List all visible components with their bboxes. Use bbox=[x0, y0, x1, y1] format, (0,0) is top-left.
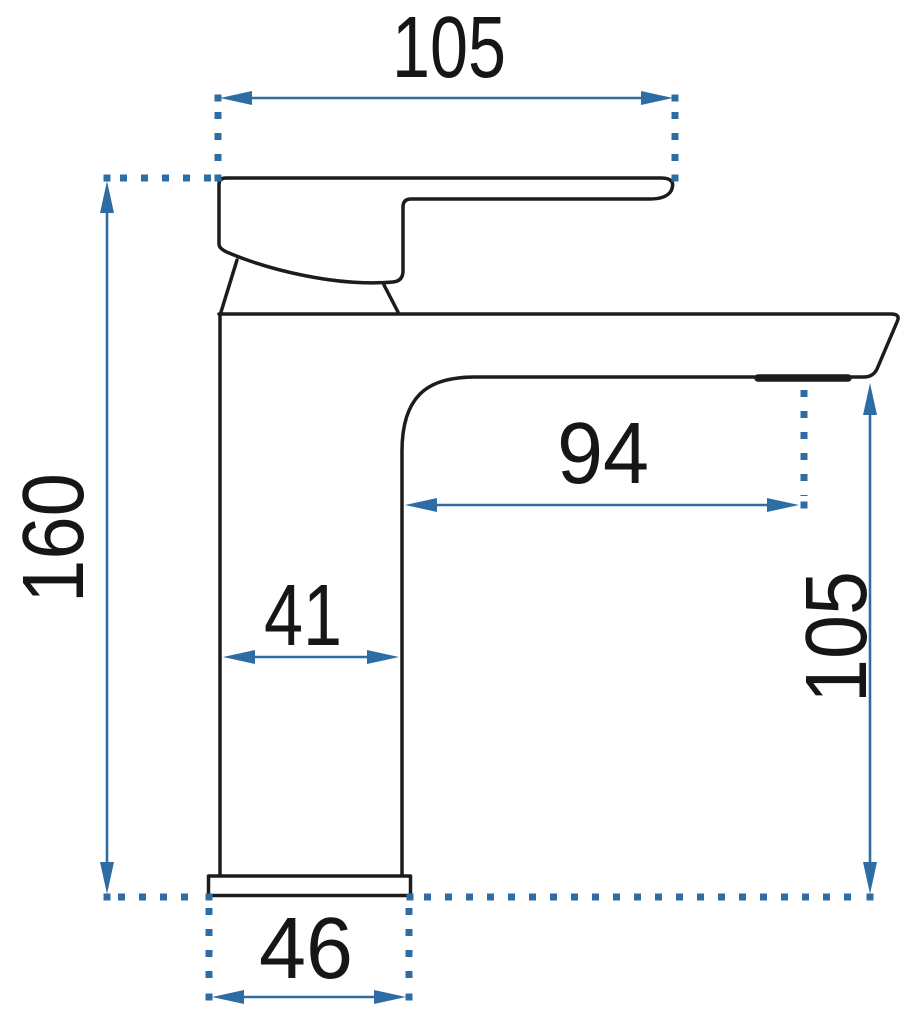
dim-label-top-width: 105 bbox=[392, 0, 506, 96]
dimension-spout-height: 105 bbox=[424, 383, 885, 901]
dim-label-spout-reach: 94 bbox=[557, 405, 649, 502]
faucet-base-flange bbox=[206, 874, 413, 898]
corner-tick bbox=[205, 893, 213, 901]
end-tick bbox=[103, 174, 111, 182]
end-tick bbox=[800, 501, 808, 509]
arrowhead-left bbox=[405, 498, 437, 512]
faucet-neck-right-edge bbox=[382, 283, 400, 314]
dimension-annotations: 105 160 94 105 bbox=[5, 0, 885, 1004]
dimension-body-width: 41 bbox=[223, 567, 399, 664]
dimension-spout-reach: 94 bbox=[405, 390, 808, 512]
end-tick bbox=[405, 993, 413, 1001]
faucet-neck-left-edge bbox=[219, 258, 239, 314]
faucet-spout bbox=[217, 312, 900, 877]
dim-label-base-width: 46 bbox=[259, 900, 353, 997]
arrowhead-right bbox=[767, 498, 799, 512]
corner-tick bbox=[406, 893, 414, 901]
arrowhead-left bbox=[223, 650, 255, 664]
dimension-top-width: 105 bbox=[214, 0, 679, 182]
arrowhead-right bbox=[367, 650, 399, 664]
arrowhead-left bbox=[212, 990, 244, 1004]
arrowhead-right bbox=[374, 990, 406, 1004]
dim-label-spout-height: 105 bbox=[788, 571, 885, 703]
end-tick bbox=[671, 94, 679, 102]
corner-tick bbox=[214, 174, 222, 182]
corner-tick bbox=[671, 174, 679, 182]
arrowhead-left bbox=[220, 91, 252, 105]
arrowhead-up bbox=[100, 181, 114, 213]
dim-label-overall-height: 160 bbox=[5, 473, 102, 603]
arrowhead-down bbox=[100, 862, 114, 894]
arrowhead-up bbox=[863, 383, 877, 415]
dim-label-body-width: 41 bbox=[264, 567, 342, 664]
faucet-handle-lever bbox=[217, 176, 675, 285]
faucet-outline bbox=[206, 176, 900, 898]
arrowhead-right bbox=[641, 91, 673, 105]
dimension-base-width: 46 bbox=[205, 893, 414, 1004]
end-tick bbox=[103, 893, 111, 901]
end-tick bbox=[214, 94, 222, 102]
end-tick bbox=[866, 893, 874, 901]
dimension-overall-height: 160 bbox=[5, 174, 212, 901]
end-tick bbox=[205, 993, 213, 1001]
arrowhead-down bbox=[863, 862, 877, 894]
